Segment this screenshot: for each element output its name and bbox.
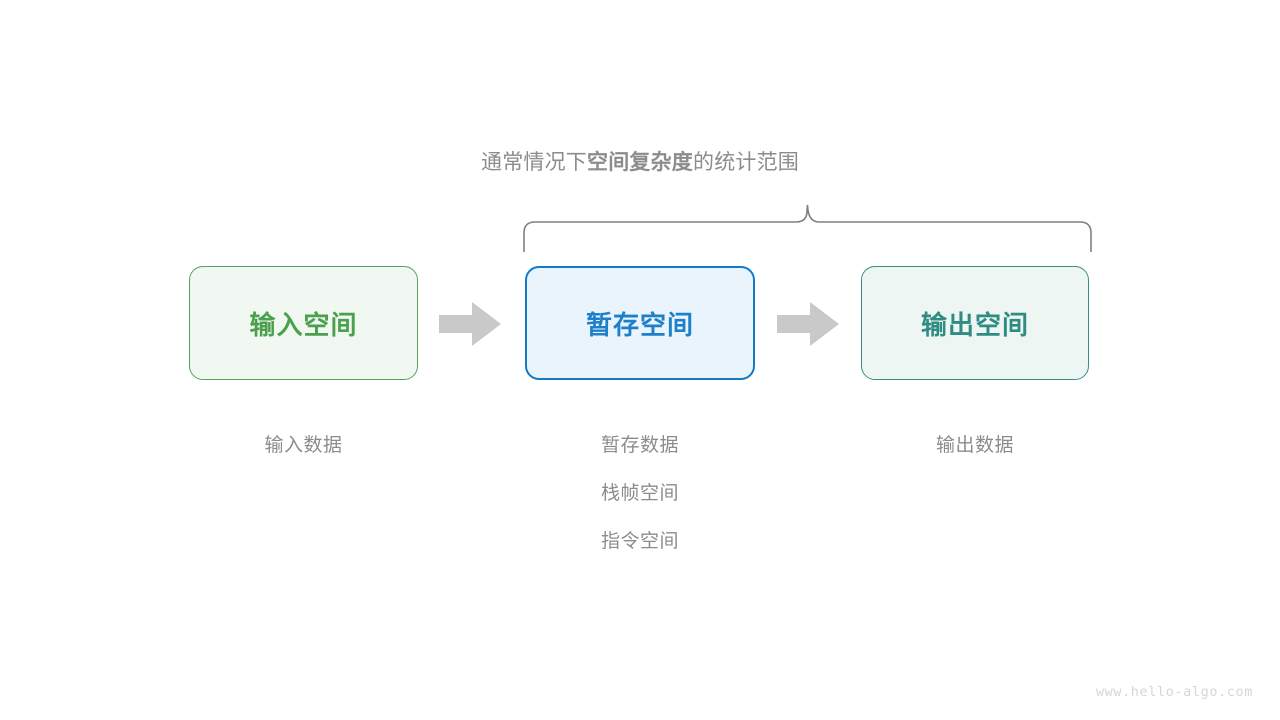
caption-group-input: 输入数据 — [189, 422, 418, 470]
box-temp-space-label: 暂存空间 — [585, 309, 694, 340]
caption-group-output: 输出数据 — [861, 422, 1089, 470]
scope-brace — [515, 196, 1100, 253]
caption-group-temp: 暂存数据 栈帧空间 指令空间 — [525, 422, 755, 566]
caption-item: 栈帧空间 — [600, 483, 679, 504]
box-output-space: 输出空间 — [861, 266, 1089, 380]
right-arrow-icon — [777, 302, 839, 346]
box-input-space: 输入空间 — [189, 266, 418, 380]
caption-item: 指令空间 — [600, 531, 679, 552]
scope-title-suffix: 的统计范围 — [693, 151, 799, 174]
caption-item: 输入数据 — [264, 435, 343, 456]
box-temp-space: 暂存空间 — [525, 266, 755, 380]
box-input-space-label: 输入空间 — [249, 309, 358, 340]
caption-item: 暂存数据 — [600, 435, 679, 456]
right-arrow-icon — [439, 302, 501, 346]
box-output-space-label: 输出空间 — [920, 309, 1029, 340]
caption-item: 输出数据 — [935, 435, 1014, 456]
scope-title-prefix: 通常情况下 — [481, 151, 587, 174]
scope-title-emphasis: 空间复杂度 — [587, 151, 693, 174]
arrow-input-to-temp — [439, 302, 501, 346]
scope-brace-icon — [523, 204, 1092, 253]
scope-title: 通常情况下空间复杂度的统计范围 — [0, 148, 1280, 178]
arrow-temp-to-output — [777, 302, 839, 346]
watermark: www.hello-algo.com — [1095, 684, 1253, 700]
